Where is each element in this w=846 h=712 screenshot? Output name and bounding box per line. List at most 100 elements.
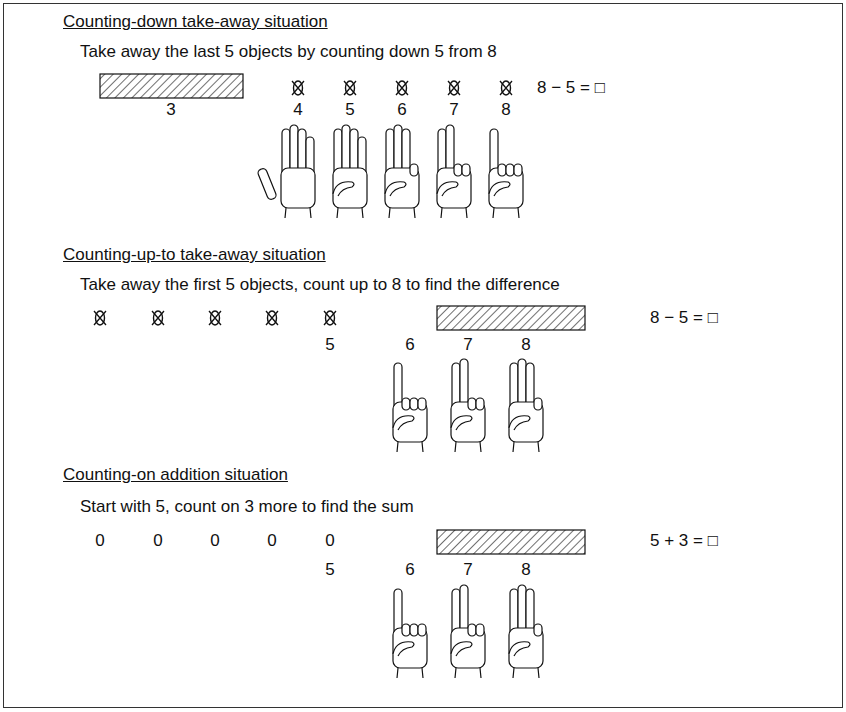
heading: Counting-up-to take-away situation <box>63 245 326 265</box>
folded-thumb <box>509 416 530 430</box>
count-number: 5 <box>325 560 334 580</box>
finger-hand <box>451 585 485 678</box>
instruction: Take away the last 5 objects by counting… <box>80 42 497 62</box>
equation: 5 + 3 = □ <box>650 531 718 551</box>
folded-finger <box>410 398 418 410</box>
folded-finger <box>498 164 506 176</box>
crossed-object <box>448 81 460 95</box>
cross-mark <box>292 81 304 95</box>
cross-mark <box>448 81 460 95</box>
count-number: 8 <box>521 560 530 580</box>
folded-finger <box>410 164 418 176</box>
cross-mark <box>344 81 356 95</box>
folded-finger <box>468 398 476 410</box>
crossed-object <box>292 81 304 95</box>
folded-thumb <box>451 416 472 430</box>
wrist <box>441 208 467 218</box>
folded-finger <box>418 624 426 636</box>
folded-thumb <box>333 182 354 196</box>
finger-hand <box>437 125 471 218</box>
folded-finger <box>410 624 418 636</box>
folded-finger <box>418 398 426 410</box>
crossed-object <box>209 311 221 325</box>
folded-finger <box>454 164 462 176</box>
count-number: 3 <box>166 100 175 120</box>
folded-thumb <box>509 642 530 656</box>
finger-hand <box>509 585 543 678</box>
heading: Counting-down take-away situation <box>63 12 328 32</box>
crossed-object <box>94 311 106 325</box>
instruction: Take away the first 5 objects, count up … <box>80 275 560 295</box>
wrist <box>513 442 539 452</box>
folded-finger <box>402 398 410 410</box>
cross-mark <box>94 311 106 325</box>
object-symbol: 0 <box>325 531 334 551</box>
count-number: 7 <box>463 560 472 580</box>
crossed-object <box>500 81 512 95</box>
finger-hand <box>385 125 419 218</box>
crossed-object <box>152 311 164 325</box>
finger-hand <box>333 125 367 218</box>
finger-hand <box>257 125 315 218</box>
equation: 8 − 5 = □ <box>537 78 605 98</box>
wrist <box>397 668 423 678</box>
crossed-object <box>396 81 408 95</box>
folded-finger <box>468 624 476 636</box>
finger-hand <box>509 359 543 452</box>
hatched-bar <box>100 74 243 98</box>
crossed-object <box>344 81 356 95</box>
wrist <box>455 442 481 452</box>
folded-finger <box>462 164 470 176</box>
folded-finger <box>534 624 542 636</box>
folded-thumb <box>393 416 414 430</box>
object-symbol: 0 <box>267 531 276 551</box>
folded-finger <box>514 164 522 176</box>
object-symbol: 0 <box>210 531 219 551</box>
wrist <box>397 442 423 452</box>
object-symbol: 0 <box>153 531 162 551</box>
cross-mark <box>396 81 408 95</box>
count-number: 5 <box>345 100 354 120</box>
wrist <box>389 208 415 218</box>
folded-thumb <box>385 182 406 196</box>
wrist <box>337 208 363 218</box>
wrist <box>513 668 539 678</box>
count-number: 6 <box>405 335 414 355</box>
wrist <box>493 208 519 218</box>
folded-finger <box>476 398 484 410</box>
heading: Counting-on addition situation <box>63 465 288 485</box>
finger-hand <box>393 589 427 678</box>
folded-thumb <box>393 642 414 656</box>
finger-hand <box>393 363 427 452</box>
hatched-bar <box>437 530 585 554</box>
folded-finger <box>534 398 542 410</box>
wrist <box>455 668 481 678</box>
cross-mark <box>266 311 278 325</box>
finger-hand <box>451 359 485 452</box>
count-number: 7 <box>463 335 472 355</box>
hatched-bar <box>437 306 585 330</box>
folded-thumb <box>437 182 458 196</box>
folded-thumb <box>451 642 472 656</box>
palm <box>281 168 315 208</box>
equation: 8 − 5 = □ <box>650 308 718 328</box>
wrist <box>285 208 311 218</box>
folded-finger <box>506 164 514 176</box>
cross-mark <box>152 311 164 325</box>
finger-hand <box>489 129 523 218</box>
instruction: Start with 5, count on 3 more to find th… <box>80 497 414 517</box>
count-number: 6 <box>405 560 414 580</box>
object-symbol: 0 <box>95 531 104 551</box>
cross-mark <box>500 81 512 95</box>
count-number: 7 <box>449 100 458 120</box>
count-number: 8 <box>521 335 530 355</box>
crossed-object <box>266 311 278 325</box>
cross-mark <box>324 311 336 325</box>
cross-mark <box>209 311 221 325</box>
thumb <box>257 167 277 200</box>
folded-finger <box>402 624 410 636</box>
crossed-object <box>324 311 336 325</box>
count-number: 4 <box>293 100 302 120</box>
